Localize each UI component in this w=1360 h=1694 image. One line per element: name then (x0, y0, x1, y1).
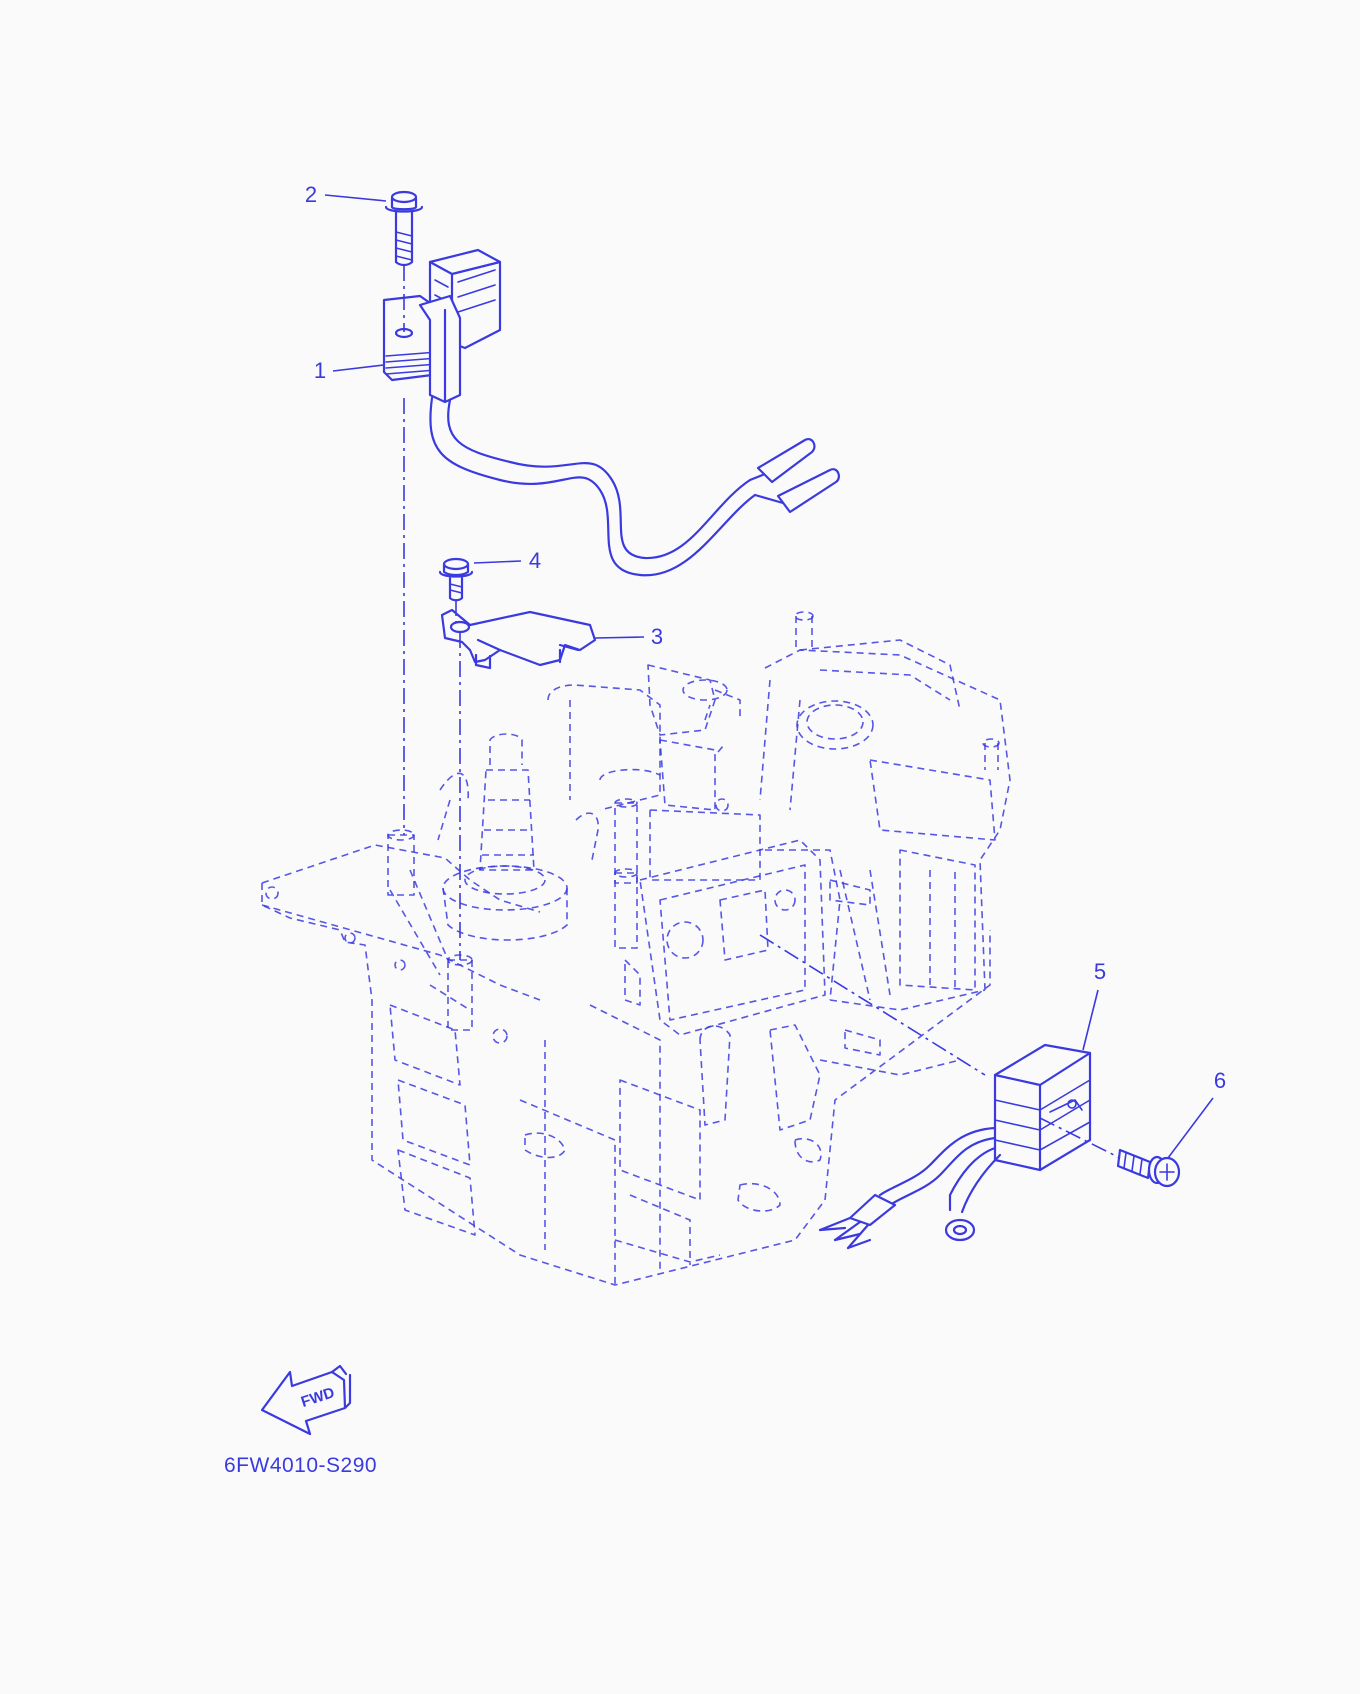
engine-block-outline (261, 611, 1011, 1286)
callout-6: 6 (1214, 1068, 1226, 1093)
callout-3: 3 (651, 624, 663, 649)
callout-4: 4 (529, 548, 541, 573)
part-2-bolt (384, 190, 424, 267)
part-5-rectifier-regulator (818, 1043, 1092, 1250)
callout-labels: 2 1 4 3 5 6 (305, 182, 1226, 1093)
part-4-bolt (438, 557, 474, 602)
callout-2: 2 (305, 182, 317, 207)
figure-code: 6FW4010-S290 (224, 1454, 377, 1477)
callout-1: 1 (314, 358, 326, 383)
callout-5: 5 (1094, 959, 1106, 984)
part-6-screw (1116, 1148, 1181, 1188)
part-3-bracket (440, 608, 597, 670)
fwd-arrow-icon: FWD (260, 1364, 352, 1436)
part-1-ignition-coil (382, 248, 840, 577)
assembly-lines (324, 194, 1214, 1159)
